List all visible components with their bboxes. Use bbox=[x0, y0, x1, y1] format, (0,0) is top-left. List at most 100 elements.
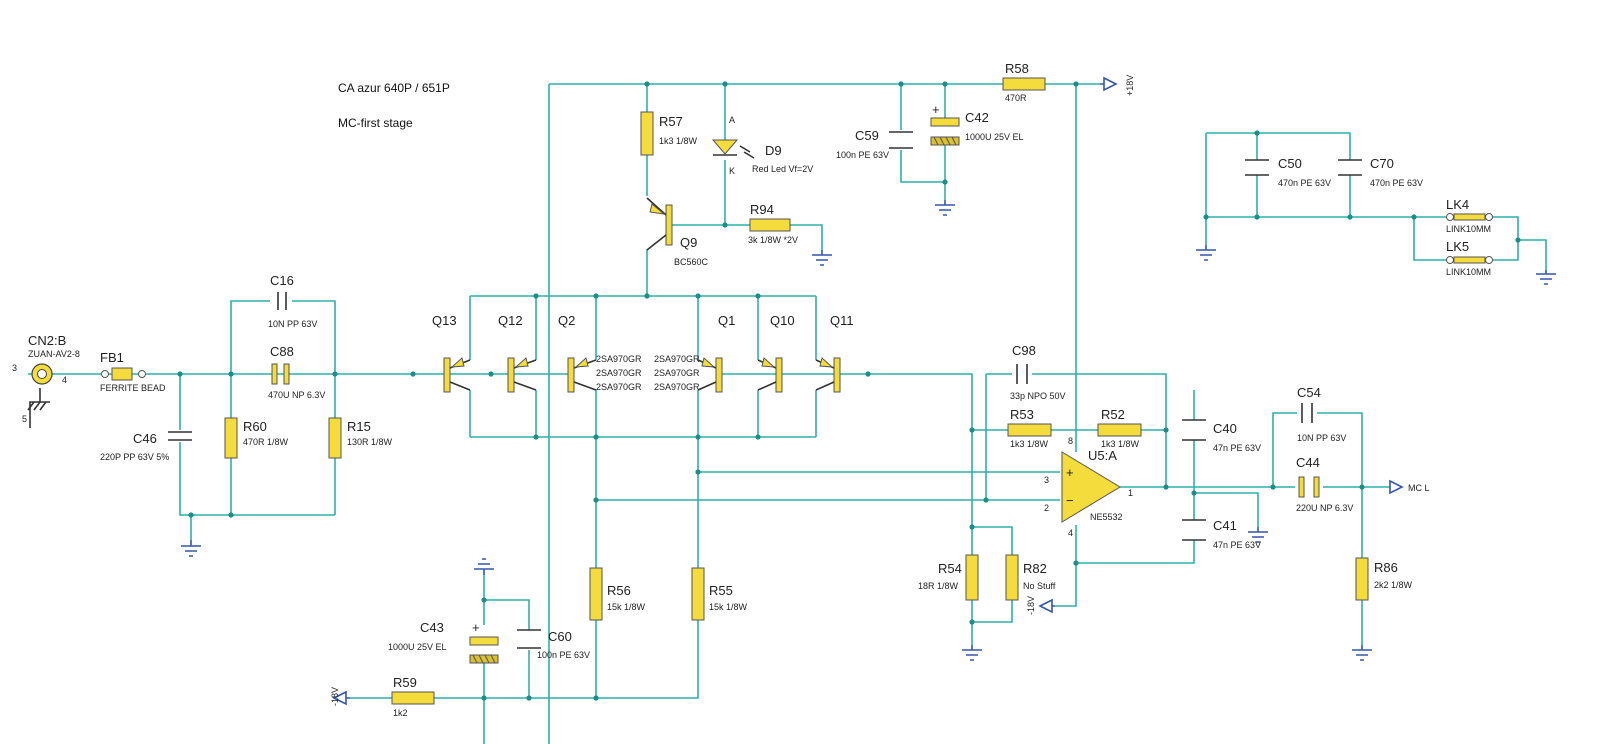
c70-value: 470n PE 63V bbox=[1370, 178, 1423, 188]
u5a-pin-out: 1 bbox=[1128, 488, 1133, 498]
power-flag-pos: +18V bbox=[1100, 75, 1135, 96]
resistor-r60: R60 470R 1/8W bbox=[224, 417, 289, 459]
c43-plus: + bbox=[472, 620, 480, 635]
u5a-value: NE5532 bbox=[1090, 512, 1123, 522]
capacitor-c60: C60 100n PE 63V bbox=[517, 629, 590, 660]
q13-ref: Q13 bbox=[432, 313, 457, 328]
chassis-ground-icon bbox=[27, 388, 50, 428]
c54-ref: C54 bbox=[1297, 385, 1321, 400]
r57-value: 1k3 1/8W bbox=[659, 136, 698, 146]
transistor-q9: Q9 BC560C bbox=[646, 197, 709, 267]
pos-rail-label: +18V bbox=[1125, 75, 1135, 96]
u5a-pin-minus: 2 bbox=[1044, 503, 1049, 513]
u5a-ref: U5:A bbox=[1088, 448, 1117, 463]
qtype-right-2: 2SA970GR bbox=[654, 368, 700, 378]
r52-value: 1k3 1/8W bbox=[1101, 439, 1140, 449]
ground-icon bbox=[1536, 270, 1556, 285]
capacitor-c44: C44 220U NP 6.3V bbox=[1296, 455, 1353, 513]
q10-ref: Q10 bbox=[770, 313, 795, 328]
connector-cn2: CN2:B ZUAN-AV2-8 3 4 5 bbox=[12, 333, 80, 424]
r58-ref: R58 bbox=[1005, 61, 1029, 76]
capacitor-c70: C70 470n PE 63V bbox=[1338, 156, 1423, 188]
c42-value: 1000U 25V EL bbox=[965, 132, 1024, 142]
r82-ref: R82 bbox=[1023, 561, 1047, 576]
capacitor-c42: C42 1000U 25V EL + bbox=[930, 102, 1024, 146]
r52-ref: R52 bbox=[1101, 407, 1125, 422]
resistor-r15: R15 130R 1/8W bbox=[328, 417, 393, 459]
c88-value: 470U NP 6.3V bbox=[268, 390, 325, 400]
capacitor-c54: C54 10N PP 63V bbox=[1297, 385, 1346, 443]
ground-icon bbox=[1352, 645, 1372, 661]
c60-value: 100n PE 63V bbox=[537, 650, 590, 660]
capacitor-c43: + C43 1000U 25V EL bbox=[388, 620, 499, 664]
d9-pin-k: K bbox=[729, 166, 735, 176]
c98-value: 33p NPO 50V bbox=[1010, 391, 1066, 401]
r15-value: 130R 1/8W bbox=[347, 437, 393, 447]
c40-value: 47n PE 63V bbox=[1213, 443, 1261, 453]
resistor-r58: R58 470R bbox=[1002, 61, 1046, 103]
lk5-value: LINK10MM bbox=[1446, 267, 1491, 277]
c41-value: 47n PE 63V bbox=[1213, 540, 1261, 550]
d9-value: Red Led Vf=2V bbox=[752, 164, 813, 174]
c41-ref: C41 bbox=[1213, 518, 1237, 533]
transistor-q2: Q2 bbox=[558, 313, 597, 393]
qtype-left-1: 2SA970GR bbox=[596, 354, 642, 364]
lk4-value: LINK10MM bbox=[1446, 224, 1491, 234]
r57-ref: R57 bbox=[659, 114, 683, 129]
r55-value: 15k 1/8W bbox=[709, 602, 748, 612]
c46-ref: C46 bbox=[133, 431, 157, 446]
transistor-q13: Q13 bbox=[432, 313, 471, 393]
r53-value: 1k3 1/8W bbox=[1010, 439, 1049, 449]
link-lk4: LK4 LINK10MM bbox=[1446, 197, 1493, 234]
resistor-r53: R53 1k3 1/8W bbox=[1007, 407, 1052, 449]
r15-ref: R15 bbox=[347, 419, 371, 434]
qtype-left-2: 2SA970GR bbox=[596, 368, 642, 378]
lk4-ref: LK4 bbox=[1446, 197, 1469, 212]
fb1-ref: FB1 bbox=[100, 350, 124, 365]
ground-icon bbox=[812, 250, 832, 266]
qtype-left-3: 2SA970GR bbox=[596, 382, 642, 392]
transistor-q10: Q10 bbox=[757, 313, 795, 393]
output-flag: MC L bbox=[1389, 479, 1430, 495]
capacitor-c50: C50 470n PE 63V bbox=[1245, 156, 1331, 188]
c43-value: 1000U 25V EL bbox=[388, 642, 447, 652]
c50-ref: C50 bbox=[1278, 156, 1302, 171]
c43-ref: C43 bbox=[420, 620, 444, 635]
q1-ref: Q1 bbox=[718, 313, 735, 328]
q12-ref: Q12 bbox=[498, 313, 523, 328]
capacitor-c16: C16 10N PP 63V bbox=[268, 273, 317, 329]
r86-ref: R86 bbox=[1374, 560, 1398, 575]
c60-ref: C60 bbox=[548, 629, 572, 644]
r94-ref: R94 bbox=[750, 202, 774, 217]
resistor-r86: R86 2k2 1/8W bbox=[1355, 557, 1413, 601]
power-flag-neg-opamp: -18V bbox=[1026, 596, 1055, 615]
u5a-pin-vminus: 4 bbox=[1068, 528, 1073, 538]
qtype-right-1: 2SA970GR bbox=[654, 354, 700, 364]
ground-icon bbox=[474, 558, 494, 575]
transistor-types-right: 2SA970GR 2SA970GR 2SA970GR bbox=[654, 354, 700, 392]
ground-symbols bbox=[27, 200, 1556, 661]
r54-value: 18R 1/8W bbox=[918, 581, 959, 591]
opamp-u5a: U5:A NE5532 + − 3 2 1 8 4 bbox=[1044, 436, 1133, 538]
u5a-pin-plus: 3 bbox=[1044, 475, 1049, 485]
r59-ref: R59 bbox=[393, 675, 417, 690]
r60-value: 470R 1/8W bbox=[243, 437, 289, 447]
c44-ref: C44 bbox=[1296, 455, 1320, 470]
u5a-sym-plus: + bbox=[1066, 465, 1074, 480]
resistor-r57: R57 1k3 1/8W bbox=[640, 111, 698, 156]
r86-value: 2k2 1/8W bbox=[1374, 580, 1413, 590]
c98-ref: C98 bbox=[1012, 343, 1036, 358]
ground-icon bbox=[935, 200, 955, 216]
c70-ref: C70 bbox=[1370, 156, 1394, 171]
c46-value: 220P PP 63V 5% bbox=[100, 452, 169, 462]
c59-value: 100n PE 63V bbox=[836, 150, 889, 160]
q2-ref: Q2 bbox=[558, 313, 575, 328]
cn2-pin4: 4 bbox=[62, 375, 67, 385]
c54-value: 10N PP 63V bbox=[1297, 433, 1346, 443]
c44-value: 220U NP 6.3V bbox=[1296, 503, 1353, 513]
transistor-q1: Q1 bbox=[697, 313, 735, 393]
capacitor-c41: C41 47n PE 63V bbox=[1182, 518, 1261, 550]
r56-ref: R56 bbox=[607, 583, 631, 598]
